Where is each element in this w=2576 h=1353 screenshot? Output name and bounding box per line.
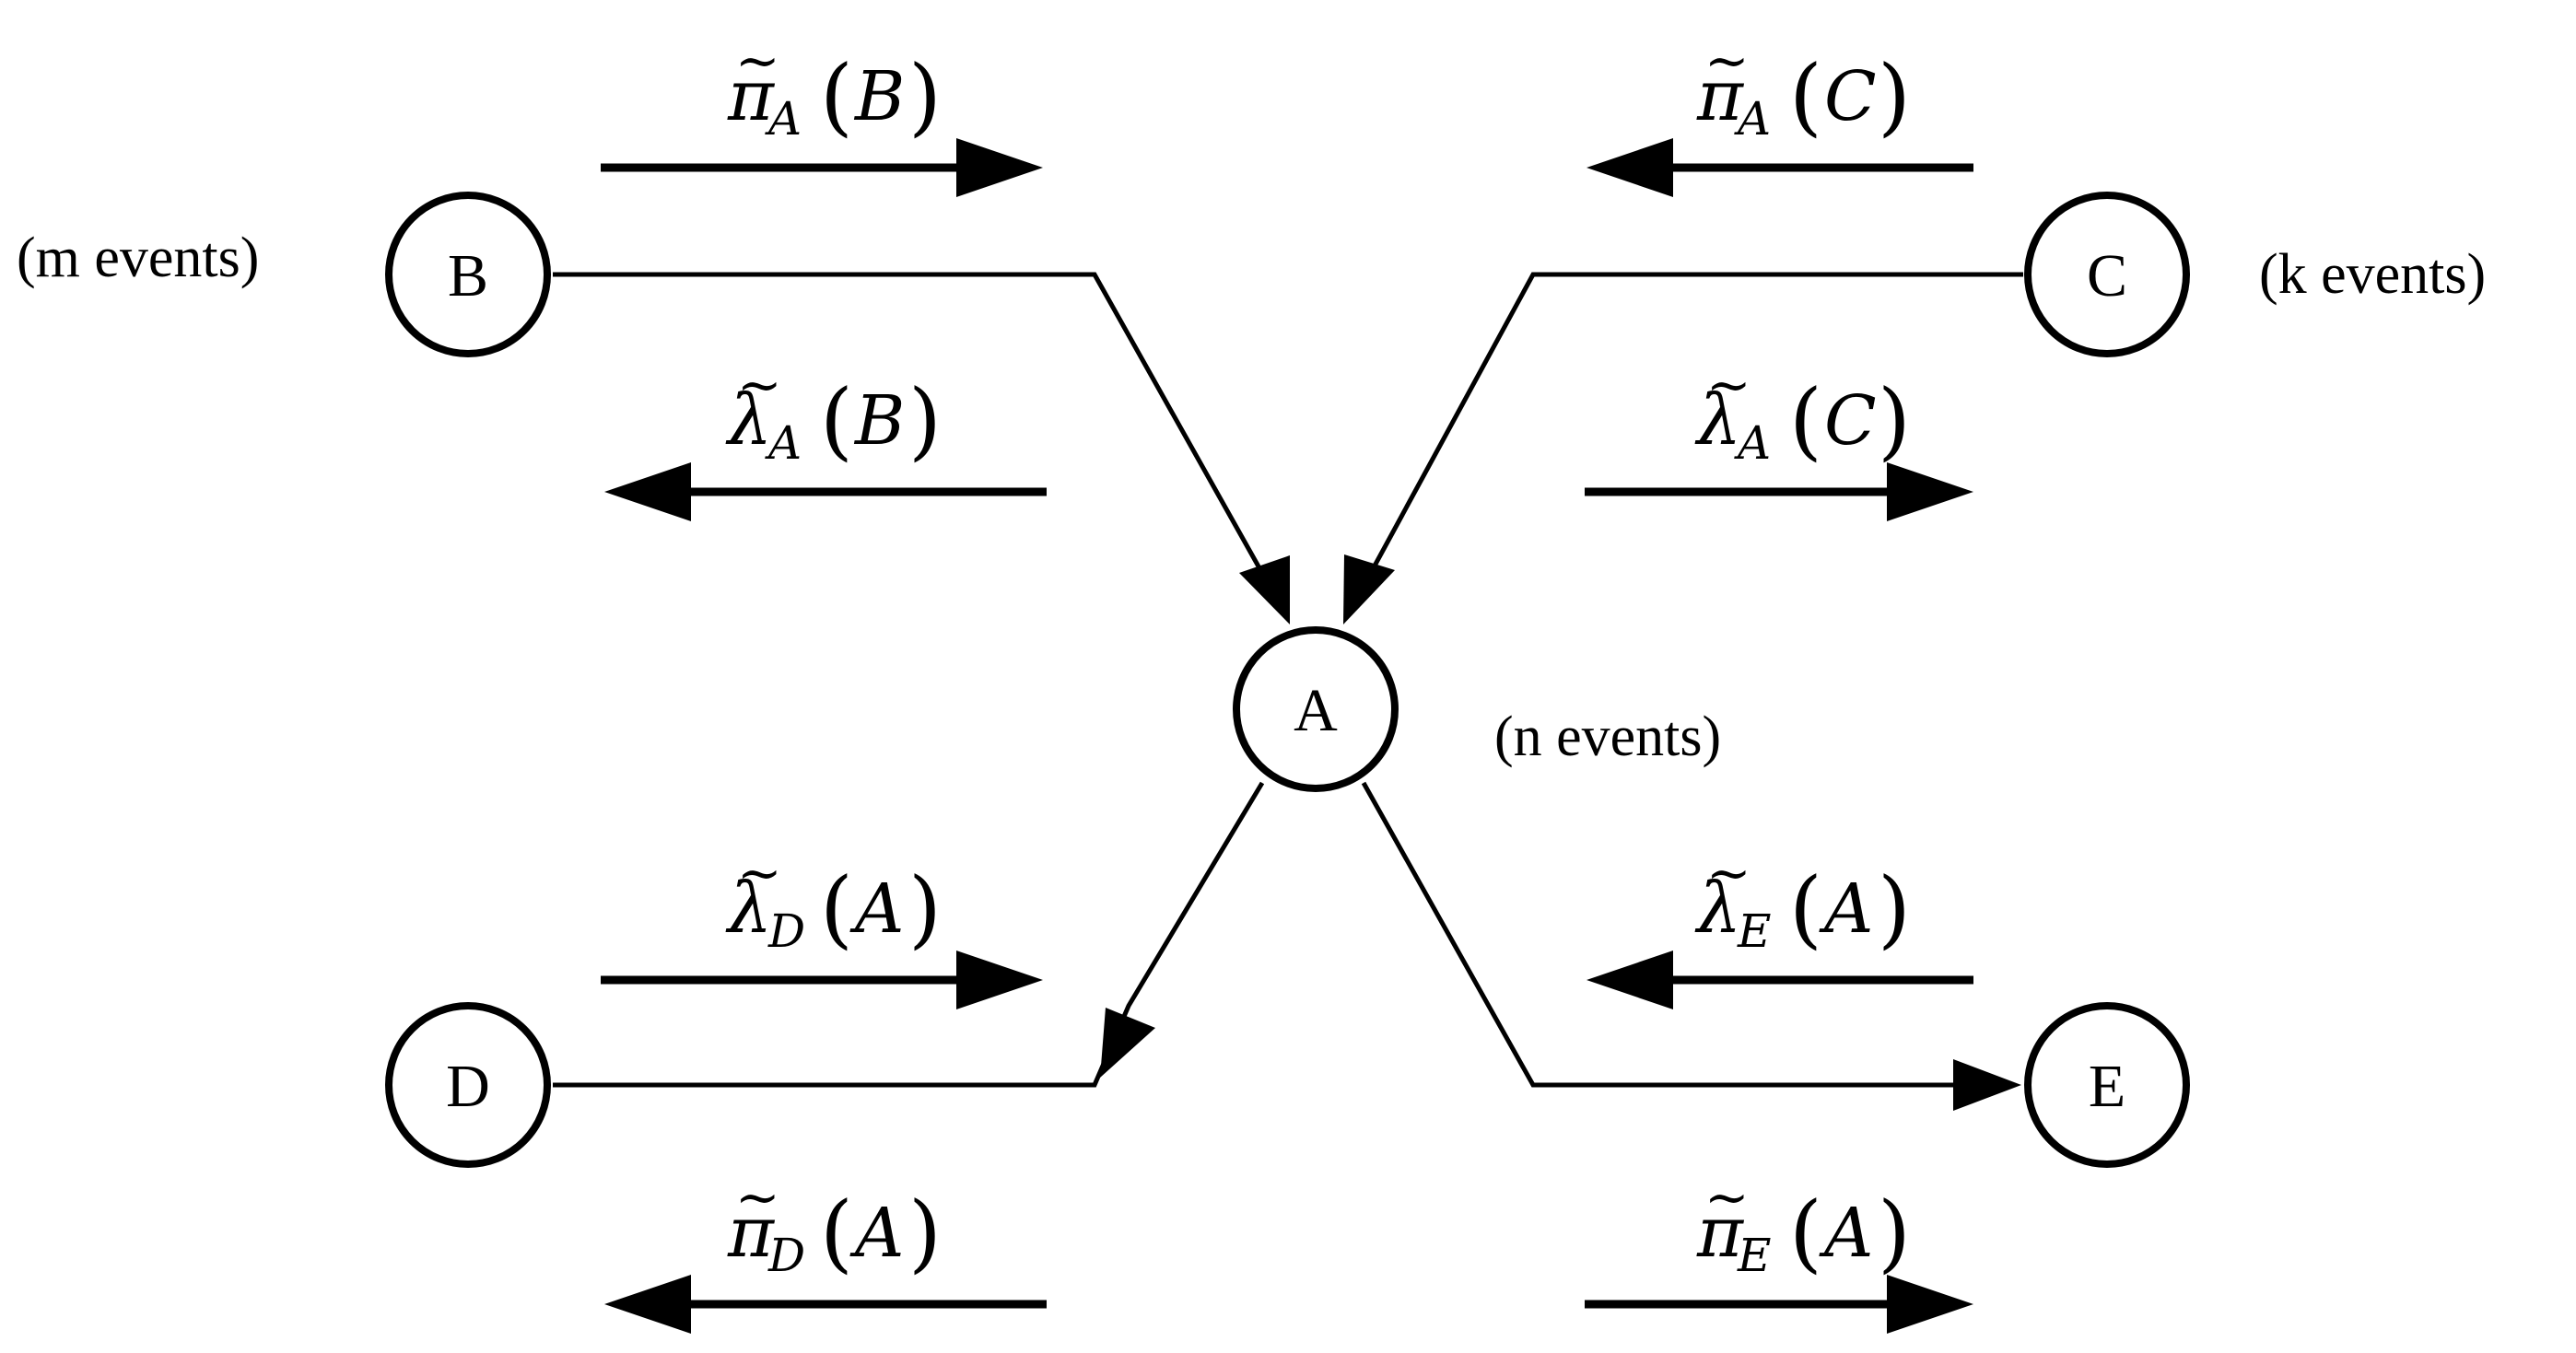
message-subscript: D xyxy=(767,904,805,958)
message-argument: A xyxy=(1819,1194,1873,1273)
message-subscript: A xyxy=(765,416,802,470)
label-pi-d-a: ~ π D ( A ) xyxy=(727,1166,942,1282)
message-argument: A xyxy=(849,869,904,949)
tilde-mark: ~ xyxy=(1706,354,1751,416)
message-argument: C xyxy=(1824,57,1877,136)
open-paren: ( xyxy=(1789,859,1822,958)
pi-d-a-arrowhead xyxy=(604,1275,691,1334)
close-paren: ) xyxy=(908,1184,942,1282)
tilde-mark: ~ xyxy=(737,842,782,904)
label-pi-a-c: ~ π A ( C ) xyxy=(1696,29,1911,146)
label-lambda-d-a: ~ λ D ( A ) xyxy=(725,842,942,958)
edge-c-to-a xyxy=(1359,272,2023,591)
open-paren: ( xyxy=(820,371,853,470)
node-b: B xyxy=(385,192,551,357)
open-paren: ( xyxy=(820,1184,853,1282)
label-lambda-e-a: ~ λ E ( A ) xyxy=(1694,842,1911,958)
tilde-mark: ~ xyxy=(1706,842,1751,904)
message-argument: B xyxy=(853,381,905,461)
pi-a-b-arrowhead xyxy=(956,138,1043,197)
node-a-label: A xyxy=(1294,677,1338,744)
lambda-a-c-arrowhead xyxy=(1887,462,1973,521)
message-symbol: λ xyxy=(1694,379,1741,461)
open-paren: ( xyxy=(1789,1184,1822,1282)
pi-e-a-arrowhead xyxy=(1887,1275,1973,1334)
tilde-mark: ~ xyxy=(735,1166,780,1229)
open-paren: ( xyxy=(820,859,853,958)
event-count-c: (k events) xyxy=(2259,243,2486,306)
tilde-mark: ~ xyxy=(737,354,782,416)
close-paren: ) xyxy=(908,859,942,958)
node-e-label: E xyxy=(2089,1053,2125,1120)
close-paren: ) xyxy=(1878,1184,1911,1282)
node-d: D xyxy=(385,1002,551,1168)
open-paren: ( xyxy=(820,47,853,146)
close-paren: ) xyxy=(1878,47,1911,146)
message-argument: A xyxy=(849,1194,904,1273)
message-subscript: A xyxy=(1734,92,1771,146)
open-paren: ( xyxy=(1789,371,1822,470)
node-c: C xyxy=(2024,192,2190,357)
network-edges xyxy=(553,272,2023,1111)
node-b-label: B xyxy=(448,242,488,309)
edge-a-to-e-arrowhead xyxy=(1953,1059,2021,1111)
edge-a-to-d xyxy=(553,781,1265,1088)
node-c-label: C xyxy=(2087,242,2127,309)
message-symbol: π xyxy=(1696,54,1745,136)
edge-c-to-a-arrowhead xyxy=(1343,554,1395,624)
message-symbol: π xyxy=(727,1191,776,1273)
node-b-circle xyxy=(385,192,551,357)
tilde-mark: ~ xyxy=(1704,29,1750,92)
message-subscript: E xyxy=(1737,904,1772,958)
message-argument: C xyxy=(1824,381,1877,461)
close-paren: ) xyxy=(1878,859,1911,958)
edge-b-to-a-arrowhead xyxy=(1239,555,1290,624)
node-e-circle xyxy=(2024,1002,2190,1168)
message-argument: B xyxy=(853,57,905,136)
lambda-a-b-arrowhead xyxy=(604,462,691,521)
message-subscript: D xyxy=(767,1229,805,1282)
node-e: E xyxy=(2024,1002,2190,1168)
node-a: A xyxy=(1233,626,1399,792)
message-symbol: λ xyxy=(725,867,772,949)
tilde-mark: ~ xyxy=(735,29,780,92)
node-d-label: D xyxy=(446,1053,490,1120)
message-symbol: π xyxy=(1696,1191,1745,1273)
node-a-circle xyxy=(1233,626,1399,792)
close-paren: ) xyxy=(1878,371,1911,470)
message-symbol: λ xyxy=(1694,867,1741,949)
label-lambda-a-b: ~ λ A ( B ) xyxy=(725,354,942,470)
tilde-mark: ~ xyxy=(1704,1166,1750,1229)
message-argument: A xyxy=(1819,869,1873,949)
open-paren: ( xyxy=(1789,47,1822,146)
message-symbol: π xyxy=(727,54,776,136)
lambda-e-a-arrowhead xyxy=(1587,951,1673,1009)
message-arrows xyxy=(601,138,1973,1334)
message-subscript: A xyxy=(765,92,802,146)
message-subscript: E xyxy=(1737,1229,1772,1282)
node-d-circle xyxy=(385,1002,551,1168)
label-pi-a-b: ~ π A ( B ) xyxy=(727,29,942,146)
pi-a-c-arrowhead xyxy=(1587,138,1673,197)
label-lambda-a-c: ~ λ A ( C ) xyxy=(1694,354,1911,470)
edge-a-to-d-arrowhead xyxy=(1100,1008,1155,1078)
lambda-d-a-arrowhead xyxy=(956,951,1043,1009)
edge-a-to-e xyxy=(1361,781,1962,1088)
close-paren: ) xyxy=(908,47,942,146)
event-count-a: (n events) xyxy=(1494,706,1721,768)
node-c-circle xyxy=(2024,192,2190,357)
event-count-b: (m events) xyxy=(17,227,259,289)
message-symbol: λ xyxy=(725,379,772,461)
close-paren: ) xyxy=(908,371,942,470)
message-subscript: A xyxy=(1734,416,1771,470)
label-pi-e-a: ~ π E ( A ) xyxy=(1696,1166,1911,1282)
edge-b-to-a xyxy=(553,272,1274,591)
